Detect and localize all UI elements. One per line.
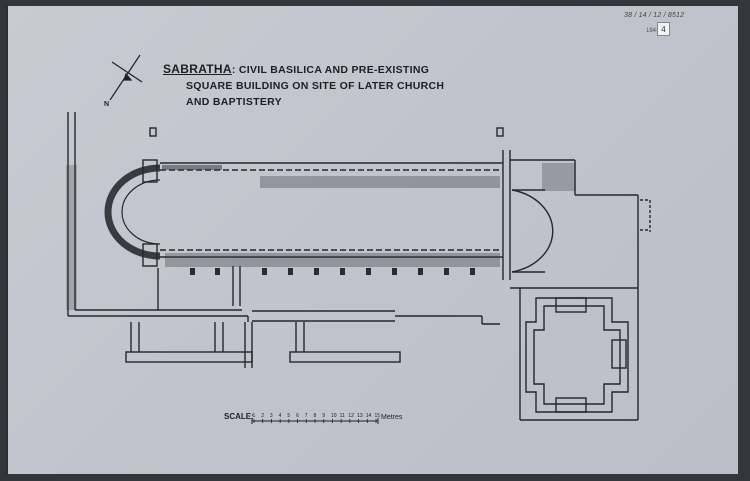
reference-number: 38 / 14 / 12 / 8512 — [624, 12, 685, 19]
title-second-line: SQUARE BUILDING ON SITE OF LATER CHURCH — [186, 80, 445, 92]
scale-tick-label: 3 — [270, 413, 273, 419]
scale-tick-label: 9 — [322, 413, 325, 419]
west-apse — [104, 164, 161, 260]
north-label: N — [104, 101, 110, 108]
south-wing-west — [125, 351, 253, 363]
reference-box: 4 — [657, 22, 670, 36]
title-third-line: AND BAPTISTERY — [186, 96, 282, 108]
south-wing-east — [289, 351, 401, 363]
reference-box-label: 184- — [646, 28, 659, 34]
scale-tick-label: 6 — [296, 413, 299, 419]
east-apse — [511, 189, 554, 273]
drawing-title: SABRATHA: CIVIL BASILICA AND PRE-EXISTIN… — [163, 62, 429, 76]
scale-tick-label: 13 — [357, 413, 363, 419]
scale-label: SCALE: — [224, 412, 254, 421]
scale-tick-label: 7 — [305, 413, 308, 419]
title-site-name: SABRATHA — [163, 62, 232, 76]
scale-tick-label: 11 — [340, 413, 345, 419]
scale-tick-label: 5 — [287, 413, 290, 419]
scale-tick-label: 15 — [375, 413, 381, 419]
scale-unit: Metres — [381, 414, 403, 421]
scale-tick-label: 10 — [331, 413, 337, 419]
scale-tick-label: 8 — [314, 413, 317, 419]
scale-tick-label: 12 — [348, 413, 354, 419]
tracing-sheet — [8, 6, 738, 474]
square-building — [525, 297, 629, 413]
north-arrow-icon — [109, 54, 143, 101]
scale-tick-label: 14 — [366, 413, 372, 419]
scale-tick-label: 1 — [253, 413, 256, 419]
scale-tick-label: 2 — [261, 413, 264, 419]
scale-tick-label: 4 — [279, 413, 282, 419]
title-first-line: : CIVIL BASILICA AND PRE-EXISTING — [231, 64, 430, 76]
